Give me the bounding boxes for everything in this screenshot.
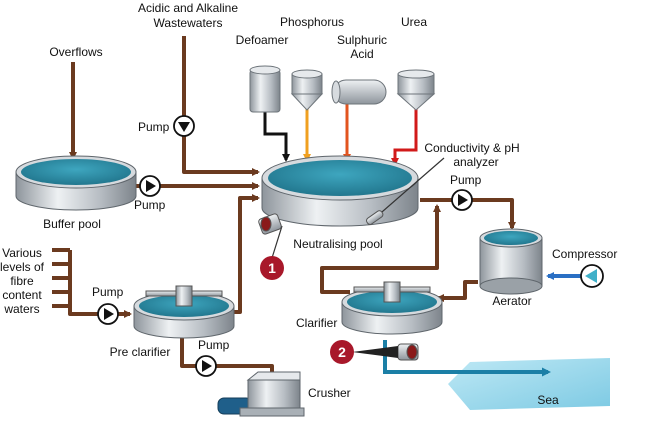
label-urea: Urea [401,15,427,29]
clarifier [341,281,443,335]
label-neutralising-pool: Neutralising pool [293,237,382,251]
label-defoamer: Defoamer [236,33,289,47]
pipe-aerator-out [436,280,478,302]
neutralising-pool [261,155,419,227]
pipe-fibre-comb [52,248,130,314]
label-conductivity-1: Conductivity & pH [424,141,519,155]
pump-left-icon [97,303,119,325]
label-fibre-2: levels of [0,260,45,274]
crusher [217,371,305,417]
label-crusher: Crusher [308,386,351,400]
pipe-acidic [182,36,260,176]
label-pre-clarifier: Pre clarifier [110,345,171,359]
badge-one-label: 1 [268,260,276,276]
buffer-pool [15,155,137,211]
pipe-clarifier-recycle [320,204,441,294]
label-pump-left: Pump [92,285,124,299]
label-acidic-1: Acidic and Alkaline [138,1,238,15]
mixer-one [258,213,283,259]
pre-clarifier [133,285,235,339]
pipe-urea [391,108,418,166]
label-overflows: Overflows [49,45,102,59]
label-clarifier: Clarifier [296,316,337,330]
pipe-preclarifier-up [232,194,260,314]
label-acidic-2: Wastewaters [154,16,223,30]
label-conductivity-2: analyzer [453,155,498,169]
label-fibre-5: waters [3,302,39,316]
label-fibre-4: content [2,288,42,302]
aerator [479,228,543,295]
label-pump-bottom: Pump [198,338,230,352]
label-sulphuric-1: Sulphuric [337,33,387,47]
label-fibre-1: Various [2,246,42,260]
label-fibre-3: fibre [10,274,34,288]
conductivity-probe [366,157,445,225]
sea-area [448,358,610,410]
defoamer-tank [249,65,281,113]
label-sea: Sea [537,393,559,407]
pump-bottom-icon [195,355,217,377]
phosphorus-tank [290,69,324,111]
sulphuric-acid-tank [331,79,387,105]
label-sulphuric-2: Acid [350,47,373,61]
label-pump-right: Pump [450,173,482,187]
label-pump-top: Pump [138,120,170,134]
urea-tank [396,69,436,111]
label-compressor: Compressor [552,247,617,261]
pipe-neutral-out [420,198,516,230]
label-phosphorus: Phosphorus [280,15,344,29]
pump-buffer-icon [139,175,161,197]
pipe-defoamer [263,112,290,162]
label-pump-buffer: Pump [134,198,166,212]
badge-two: 2 [330,340,398,364]
compressor-icon [580,264,604,288]
pump-top-icon [173,115,195,137]
label-buffer-pool: Buffer pool [43,217,101,231]
pump-right-icon [451,189,473,211]
badge-two-label: 2 [338,344,346,360]
label-aerator: Aerator [492,294,531,308]
badge-one: 1 [260,256,284,280]
